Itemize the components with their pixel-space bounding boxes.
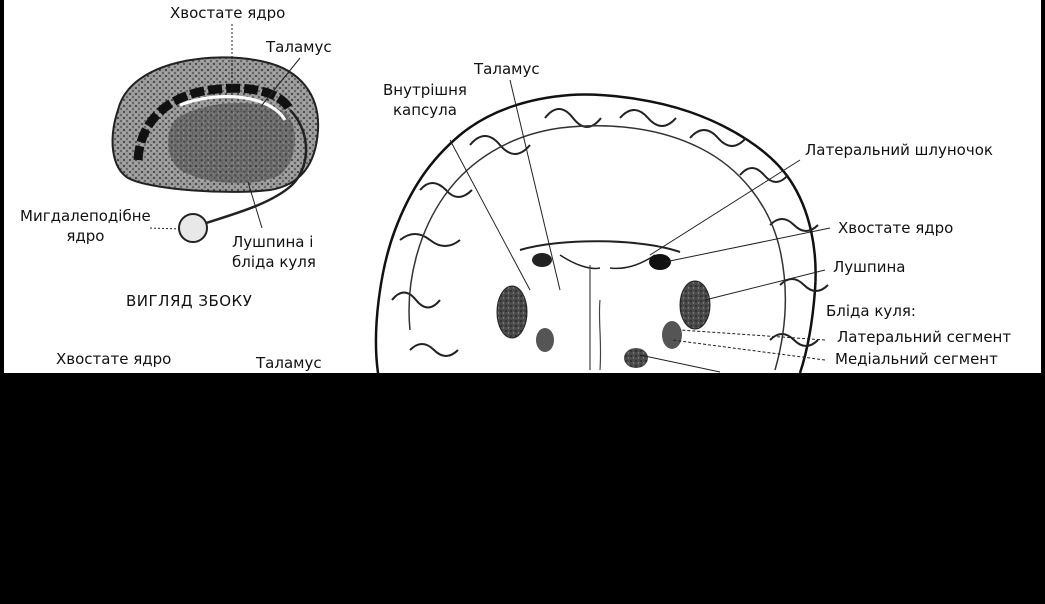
leader-internal-capsule <box>449 139 531 291</box>
label-thalamus-coronal: Таламус <box>474 60 540 78</box>
leader-putamen <box>247 181 263 229</box>
label-caudate-bottom: Хвостате ядро <box>56 350 172 368</box>
leader-thalamus-side <box>261 57 301 106</box>
label-lateral-ventricle: Латеральний шлуночок <box>805 141 993 159</box>
pallidus-lower-right <box>624 348 648 368</box>
caption-side-view: ВИГЛЯД ЗБОКУ <box>126 292 253 310</box>
label-caudate-coronal: Хвостате ядро <box>838 219 954 237</box>
leader-lateral-ventricle <box>649 159 801 256</box>
right-black-strip <box>1041 0 1045 373</box>
leader-thalamus-coronal <box>509 79 561 291</box>
globus-pallidus-right <box>662 321 682 349</box>
brain-cortex-outline <box>374 93 817 374</box>
putamen-right <box>679 280 711 330</box>
caudate-tail-dark <box>133 83 295 161</box>
lateral-ventricle-right <box>609 254 656 270</box>
leader-amygdala <box>149 227 181 230</box>
label-globus-pallidus: Бліда куля: <box>826 302 916 320</box>
label-internal-capsule: Внутрішня капсула <box>383 81 467 119</box>
thalamus-arc <box>179 95 287 121</box>
leader-lateral-segment <box>679 329 826 341</box>
label-putamen-pallidus: Лушпина і бліда куля <box>232 233 316 271</box>
inner-cortex-layer <box>408 125 787 371</box>
label-amygdala: Мигдалеподібне ядро <box>20 207 151 245</box>
label-lateral-segment: Латеральний сегмент <box>837 328 1012 346</box>
side-view-drawing <box>111 24 320 243</box>
label-putamen-coronal: Лушпина <box>833 258 906 276</box>
amygdala-bulb <box>178 213 208 243</box>
label-thalamus-bottom: Таламус <box>256 354 322 372</box>
brain-gyri <box>391 108 829 357</box>
leader-caudate-coronal <box>664 227 831 263</box>
putamen-left <box>496 285 528 339</box>
left-black-strip <box>0 0 4 373</box>
coronal-view-drawing <box>374 79 831 374</box>
lateral-ventricle-left <box>559 254 601 270</box>
leader-medial-extra <box>639 354 721 373</box>
leader-medial-segment <box>671 339 826 361</box>
label-medial-segment: Медіальний сегмент <box>835 350 998 368</box>
midline-structures <box>589 265 602 371</box>
leader-putamen-coronal <box>704 269 826 301</box>
caudate-left <box>532 253 552 267</box>
label-caudate-top: Хвостате ядро <box>170 4 286 22</box>
label-thalamus-side: Таламус <box>266 38 332 56</box>
corpus-callosum <box>519 240 681 253</box>
caudate-right <box>649 254 671 270</box>
caudate-tail-curve <box>199 109 308 227</box>
blacked-out-region <box>0 373 1045 604</box>
putamen-region <box>168 102 296 184</box>
globus-pallidus-left <box>536 328 554 352</box>
